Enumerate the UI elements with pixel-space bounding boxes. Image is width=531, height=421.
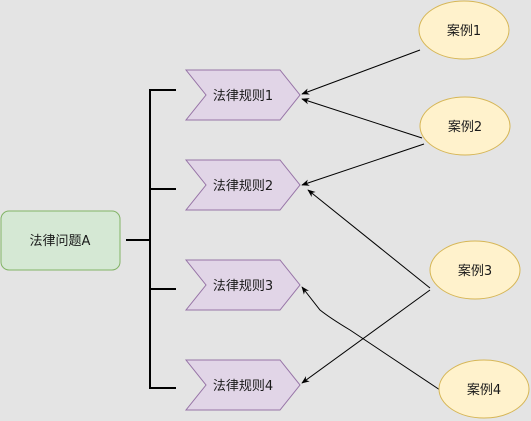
root-node[interactable]: 法律问题A	[0, 210, 121, 271]
case-node-4[interactable]: 案例4	[438, 359, 530, 419]
rule-label-1: 法律规则1	[213, 89, 273, 104]
rule-label-4: 法律规则4	[213, 379, 273, 394]
bracket-connector	[126, 89, 176, 389]
rule-node-2[interactable]: 法律规则2	[184, 159, 301, 211]
case-arrows	[301, 49, 441, 391]
arrow-case4-rule3	[301, 286, 441, 391]
rule-node-4[interactable]: 法律规则4	[184, 359, 301, 411]
case-node-2[interactable]: 案例2	[419, 96, 511, 156]
case-label-3: 案例3	[458, 264, 492, 279]
case-label-2: 案例2	[448, 120, 482, 135]
case-node-3[interactable]: 案例3	[429, 240, 521, 300]
rule-label-3: 法律规则3	[213, 279, 273, 294]
arrow-case1-rule1	[301, 49, 421, 95]
arrow-case3-rule4	[301, 289, 431, 384]
case-label-1: 案例1	[447, 24, 481, 39]
arrow-case3-rule2	[307, 189, 431, 289]
arrow-case2-rule1	[301, 98, 423, 139]
case-node-1[interactable]: 案例1	[418, 0, 510, 60]
case-label-4: 案例4	[467, 383, 501, 398]
arrow-case2-rule2	[301, 143, 425, 186]
rule-node-3[interactable]: 法律规则3	[184, 259, 301, 311]
rule-node-1[interactable]: 法律规则1	[184, 69, 301, 121]
rule-label-2: 法律规则2	[213, 179, 273, 194]
root-label: 法律问题A	[30, 234, 91, 249]
